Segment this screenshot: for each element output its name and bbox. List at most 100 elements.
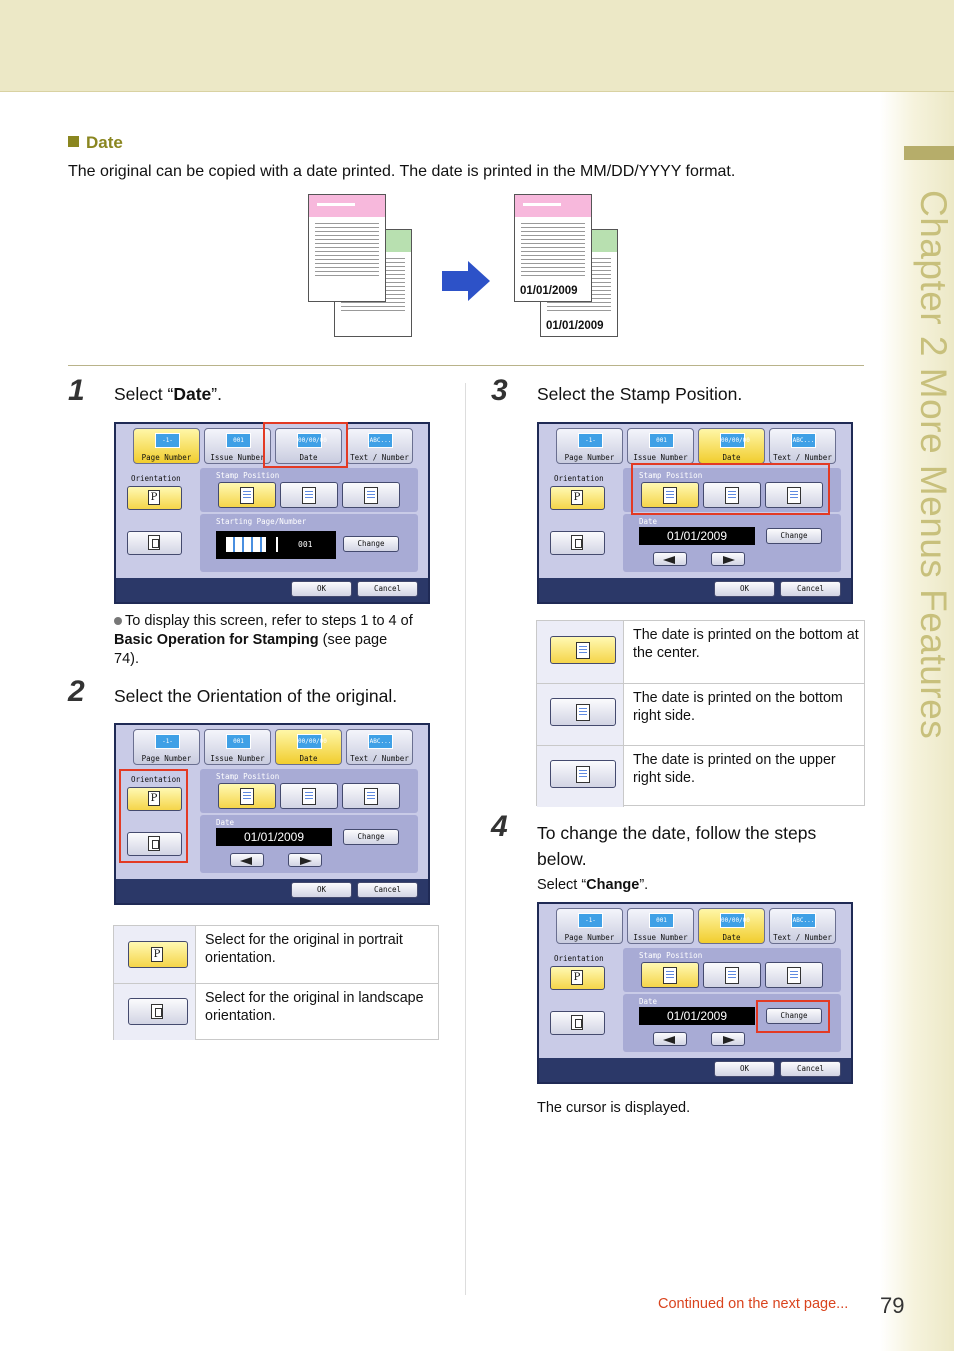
document-upper-right-icon bbox=[364, 487, 378, 504]
tab-text-number[interactable]: ABC...Text / Number bbox=[769, 908, 836, 944]
landscape-button[interactable] bbox=[550, 531, 605, 555]
tab-icon: ABC... bbox=[791, 433, 816, 448]
date-value-field[interactable]: 01/01/2009 bbox=[216, 828, 332, 846]
bottom-center-position-button[interactable] bbox=[218, 482, 276, 508]
upper-right-position-button bbox=[550, 760, 616, 788]
cancel-button[interactable]: Cancel bbox=[780, 581, 841, 597]
tab-text-number[interactable]: ABC...Text / Number bbox=[769, 428, 836, 464]
tab-label: Issue Number bbox=[633, 453, 688, 462]
starting-number-field[interactable]: 001 bbox=[216, 531, 336, 559]
cursor-left-button[interactable] bbox=[653, 1032, 687, 1046]
landscape-button[interactable] bbox=[127, 531, 182, 555]
bottom-right-position-button[interactable] bbox=[280, 783, 338, 809]
portrait-icon: P bbox=[151, 947, 163, 962]
text-line bbox=[315, 259, 379, 260]
left-arrow-icon bbox=[663, 556, 675, 564]
tab-label: Page Number bbox=[141, 754, 192, 763]
landscape-button[interactable] bbox=[550, 1011, 605, 1035]
stamp-position-label: Stamp Position bbox=[216, 471, 280, 480]
bottom-center-position-button[interactable] bbox=[641, 962, 699, 988]
change-button[interactable]: Change bbox=[343, 536, 399, 552]
section-rule bbox=[68, 365, 864, 366]
portrait-button[interactable]: P bbox=[550, 966, 605, 990]
date-value-field[interactable]: 01/01/2009 bbox=[639, 1007, 755, 1025]
tab-page-number[interactable]: -1-Page Number bbox=[133, 428, 200, 464]
text-line bbox=[315, 227, 379, 228]
text-line bbox=[315, 247, 379, 248]
change-button[interactable]: Change bbox=[343, 829, 399, 845]
cursor-left-button[interactable] bbox=[653, 552, 687, 566]
portrait-button[interactable]: P bbox=[550, 486, 605, 510]
ok-button[interactable]: OK bbox=[291, 882, 352, 898]
ok-button[interactable]: OK bbox=[714, 1061, 775, 1077]
upper-right-position-button[interactable] bbox=[765, 962, 823, 988]
tab-icon: 001 bbox=[226, 433, 251, 448]
tab-label: Issue Number bbox=[210, 754, 265, 763]
cancel-button[interactable]: Cancel bbox=[780, 1061, 841, 1077]
tab-page-number[interactable]: -1- Page Number bbox=[133, 729, 200, 765]
change-button[interactable]: Change bbox=[766, 1008, 822, 1024]
stamp-position-panel: Stamp Position bbox=[200, 468, 418, 512]
column-divider bbox=[465, 383, 466, 1295]
portrait-button[interactable]: P bbox=[127, 486, 182, 510]
landscape-button[interactable] bbox=[127, 832, 182, 856]
orientation-label: Orientation bbox=[554, 474, 604, 483]
tab-page-number[interactable]: -1-Page Number bbox=[556, 428, 623, 464]
tab-page-number[interactable]: -1-Page Number bbox=[556, 908, 623, 944]
change-button[interactable]: Change bbox=[766, 528, 822, 544]
step-4-text: To change the date, follow the steps bel… bbox=[537, 823, 817, 869]
text-line bbox=[315, 231, 379, 232]
cursor-left-button[interactable] bbox=[230, 853, 264, 867]
text-line bbox=[521, 255, 585, 256]
upper-right-position-button[interactable] bbox=[342, 482, 400, 508]
highlight-box bbox=[119, 769, 188, 863]
bottom-center-position-button[interactable] bbox=[641, 482, 699, 508]
document-bottom-center-icon bbox=[663, 487, 677, 504]
text-line bbox=[521, 267, 585, 268]
text-line bbox=[521, 227, 585, 228]
landscape-icon bbox=[571, 535, 583, 550]
tab-icon: -1- bbox=[155, 734, 180, 749]
orientation-table: P Select for the original in portrait or… bbox=[113, 925, 439, 1040]
bottom-right-position-button[interactable] bbox=[703, 962, 761, 988]
tab-text-number[interactable]: ABC...Text / Number bbox=[346, 428, 413, 464]
chapter-title: Chapter 2 More Menus Features bbox=[913, 190, 954, 740]
upper-right-position-button[interactable] bbox=[342, 783, 400, 809]
cancel-button[interactable]: Cancel bbox=[357, 882, 418, 898]
cursor-right-button[interactable] bbox=[288, 853, 322, 867]
square-bullet-icon bbox=[68, 136, 79, 147]
upper-right-position-button[interactable] bbox=[765, 482, 823, 508]
screen-footer: OK Cancel bbox=[539, 578, 851, 602]
cancel-button[interactable]: Cancel bbox=[357, 581, 418, 597]
starting-number-value: 001 bbox=[298, 540, 313, 549]
ok-button[interactable]: OK bbox=[714, 581, 775, 597]
cursor-right-button[interactable] bbox=[711, 552, 745, 566]
portrait-button[interactable]: P bbox=[127, 787, 182, 811]
document-bottom-center-icon bbox=[240, 487, 254, 504]
tab-text-number[interactable]: ABC...Text / Number bbox=[346, 729, 413, 765]
cursor-right-button[interactable] bbox=[711, 1032, 745, 1046]
date-value-field[interactable]: 01/01/2009 bbox=[639, 527, 755, 545]
tab-icon: 00/00/00 bbox=[720, 913, 750, 928]
ok-button[interactable]: OK bbox=[291, 581, 352, 597]
bottom-right-position-button[interactable] bbox=[280, 482, 338, 508]
continued-note: Continued on the next page... bbox=[658, 1296, 849, 1312]
tab-icon: ABC... bbox=[791, 913, 816, 928]
text-line bbox=[521, 251, 585, 252]
portrait-button: P bbox=[128, 941, 188, 968]
document-upper-right-icon bbox=[576, 766, 590, 783]
date-label: Date bbox=[639, 997, 658, 1006]
bottom-center-position-button[interactable] bbox=[218, 783, 276, 809]
bottom-right-position-button[interactable] bbox=[703, 482, 761, 508]
stamp-position-label: Stamp Position bbox=[639, 471, 703, 480]
tab-icon: 001 bbox=[226, 734, 251, 749]
